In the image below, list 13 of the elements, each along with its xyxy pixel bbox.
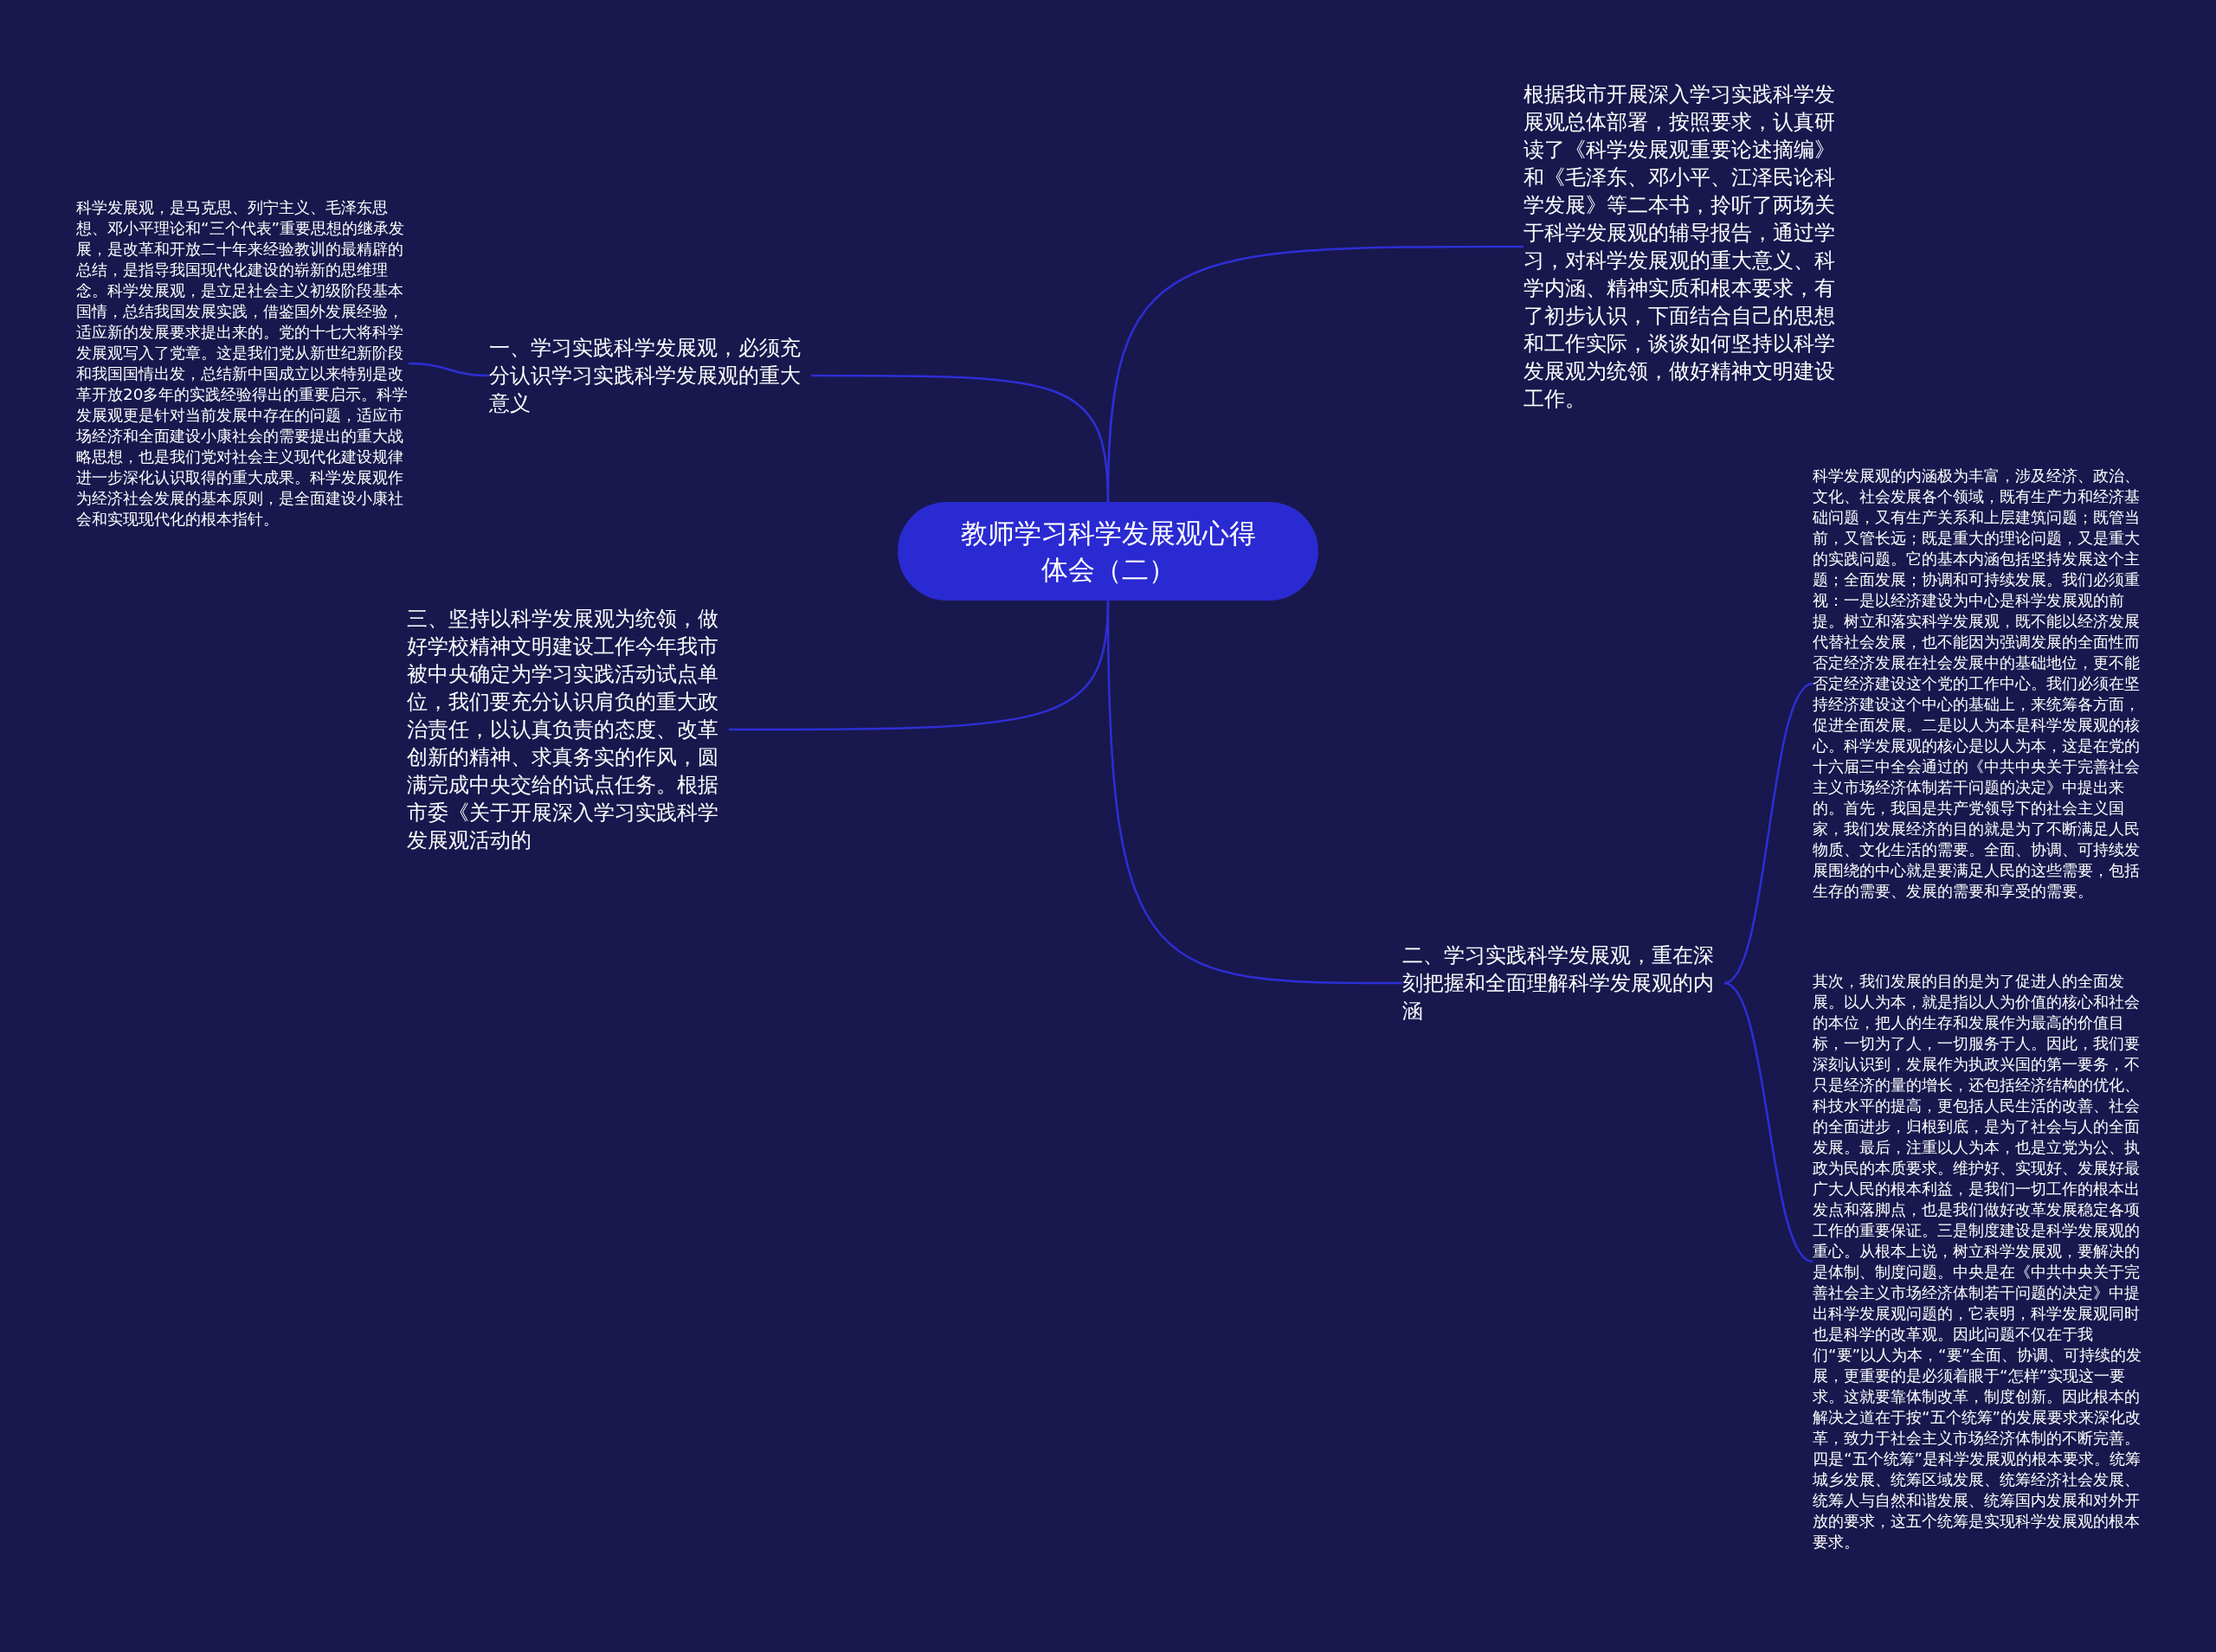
- connector-line: [1723, 682, 1813, 985]
- branch-topic: 一、学习实践科学发展观，必须充分认识学习实践科学发展观的重大意义: [489, 334, 811, 417]
- branch-topic: 三、坚持以科学发展观为统领，做好学校精神文明建设工作今年我市被中央确定为学习实践活动试点单位，我们要充分认识肩负的重大政治责任，以认真负责的态度、改革创新的精神、求真务实的作风，圆满完成中央交给的试点任务。根据市委《关于开展深入学习实践科学发展观活动的: [407, 605, 729, 854]
- connector-line: [1723, 981, 1813, 1263]
- note-text: 其次，我们发展的目的是为了促进人的全面发展。以人为本，就是指以人为价值的核心和社会的本位，把人的生存和发展作为最高的价值目标，一切为了人，一切服务于人。因此，我们要深刻认识到，发展作为执政兴国的第一要务，不只是经济的量的增长，还包括经济结构的优化、科技水平的提高，更包括人民生活的改善、社会的全面进步，归根到底，是为了社会与人的全面发展。最后，注重以人为本，也是立党为公、执政为民的本质要求。维护好、实现好、发展好最广大人民的根本利益，是我们一切工作的根本出发点和落脚点，也是我们做好改革发展稳定各项工作的重要保证。三是制度建设是科学发展观的重心。从根本上说，树立科学发展观，要解决的是体制、制度问题。中央是在《中共中央关于完善社会主义市场经济体制若干问题的决定》中提出科学发展观问题的，它表明，科学发展观同时也是科学的改革观。因此问题不仅在于我们“要”以人为本，“要”全面、协调、可持续的发展，更重要的是必须着眼于“怎样”实现这一要求。这就要靠体制改革，制度创新。因此根本的解决之道在于按“五个统筹”的发展要求来深化改革，致力于社会主义市场经济体制的不断完善。四是“五个统筹”是科学发展观的根本要求。统筹城乡发展、统筹区域发展、统筹经济社会发展、统筹人与自然和谐发展、统筹国内发展和对外开放的要求，这五个统筹是实现科学发展观的根本要求。: [1813, 971, 2148, 1552]
- connector-line: [408, 362, 490, 377]
- branch-topic: 根据我市开展深入学习实践科学发展观总体部署，按照要求，认真研读了《科学发展观重要论述摘编》和《毛泽东、邓小平、江泽民论科学发展》等二本书，拎听了两场关于科学发展观的辅导报告，通过学习，对科学发展观的重大意义、科学内涵、精神实质和根本要求，有了初步认识，下面结合自己的思想和工作实际，谈谈如何坚持以科学发展观为统领，做好精神文明建设工作。: [1524, 80, 1846, 413]
- connector-line: [1106, 601, 1402, 985]
- central-topic: 教师学习科学发展观心得体会（二）: [898, 502, 1318, 601]
- note-text: 科学发展观的内涵极为丰富，涉及经济、政治、文化、社会发展各个领域，既有生产力和经济基础问题，又有生产关系和上层建筑问题；既管当前，又管长远；既是重大的理论问题，又是重大的实践问题。它的基本内涵包括坚持发展这个主题；全面发展；协调和可持续发展。我们必须重视：一是以经济建设为中心是科学发展观的前提。树立和落实科学发展观，既不能以经济发展代替社会发展，也不能因为强调发展的全面性而否定经济发展在社会发展中的基础地位，更不能否定经济建设这个党的工作中心。我们必须在坚持经济建设这个中心的基础上，来统筹各方面，促进全面发展。二是以人为本是科学发展观的核心。科学发展观的核心是以人为本，这是在党的十六届三中全会通过的《中共中央关于完善社会主义市场经济体制若干问题的决定》中提出来的。首先，我国是共产党领导下的社会主义国家，我们发展经济的目的就是为了不断满足人民物质、文化生活的需要。全面、协调、可持续发展围绕的中心就是要满足人民的这些需要，包括生存的需要、发展的需要和享受的需要。: [1813, 466, 2148, 902]
- connector-line: [811, 374, 1110, 503]
- note-text: 科学发展观，是马克思、列宁主义、毛泽东思想、邓小平理论和“三个代表”重要思想的继承发展，是改革和开放二十年来经验教训的最精辟的总结，是指导我国现代化建设的崭新的思维理念。科学发展观，是立足社会主义初级阶段基本国情，总结我国发展实践，借鉴国外发展经验，适应新的发展要求提出来的。党的十七大将科学发展观写入了党章。这是我们党从新世纪新阶段和我国国情出发，总结新中国成立以来特别是改革开放20多年的实践经验得出的重要启示。科学发展观更是针对当前发展中存在的问题，适应市场经济和全面建设小康社会的需要提出的重大战略思想，也是我们党对社会主义现代化建设规律进一步深化认识取得的重大成果。科学发展观作为经济社会发展的基本原则，是全面建设小康社会和实现现代化的根本指针。: [76, 197, 409, 530]
- branch-topic: 二、学习实践科学发展观，重在深刻把握和全面理解科学发展观的内涵: [1402, 942, 1724, 1025]
